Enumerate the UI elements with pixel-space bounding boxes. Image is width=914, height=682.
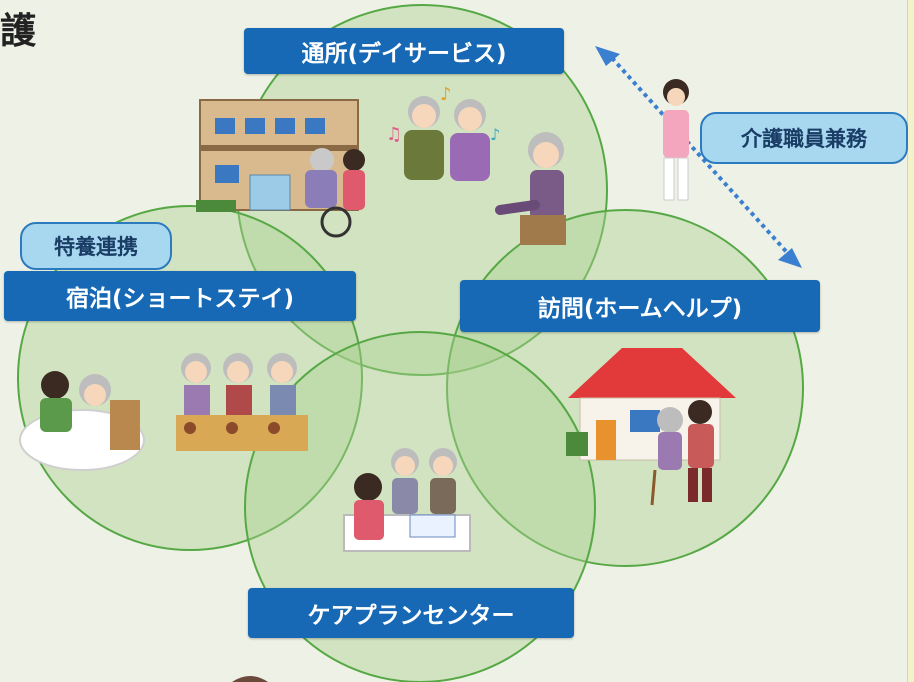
special-nursing-tag: 特養連携 xyxy=(20,222,172,270)
svg-text:♪: ♪ xyxy=(490,125,500,144)
day-service-label: 通所(デイサービス) xyxy=(244,28,564,74)
svg-text:♪: ♪ xyxy=(440,84,452,105)
home-visit-house-icon xyxy=(566,348,736,506)
wheelchair-care-icon xyxy=(305,148,365,238)
partial-head-icon xyxy=(232,676,268,682)
care-staff-dual-tag: 介護職員兼務 xyxy=(700,112,908,164)
cropped-heading-char: 護 xyxy=(0,11,37,52)
care-plan-label: ケアプランセンター xyxy=(248,588,574,638)
elderly-bed-care-icon xyxy=(19,371,145,471)
svg-text:♫: ♫ xyxy=(386,124,402,145)
staff-link-arrow xyxy=(595,46,802,268)
short-stay-label: 宿泊(ショートステイ) xyxy=(4,271,356,321)
elderly-exercise-icon xyxy=(495,132,566,245)
right-edge-strip xyxy=(907,0,914,682)
elderly-karaoke-icon: ♪ ♫ ♪ xyxy=(386,84,500,181)
care-consultation-icon xyxy=(343,448,471,552)
elderly-meal-icon xyxy=(176,353,308,451)
home-help-label: 訪問(ホームヘルプ) xyxy=(460,280,820,332)
care-staff-person-icon xyxy=(663,79,689,201)
